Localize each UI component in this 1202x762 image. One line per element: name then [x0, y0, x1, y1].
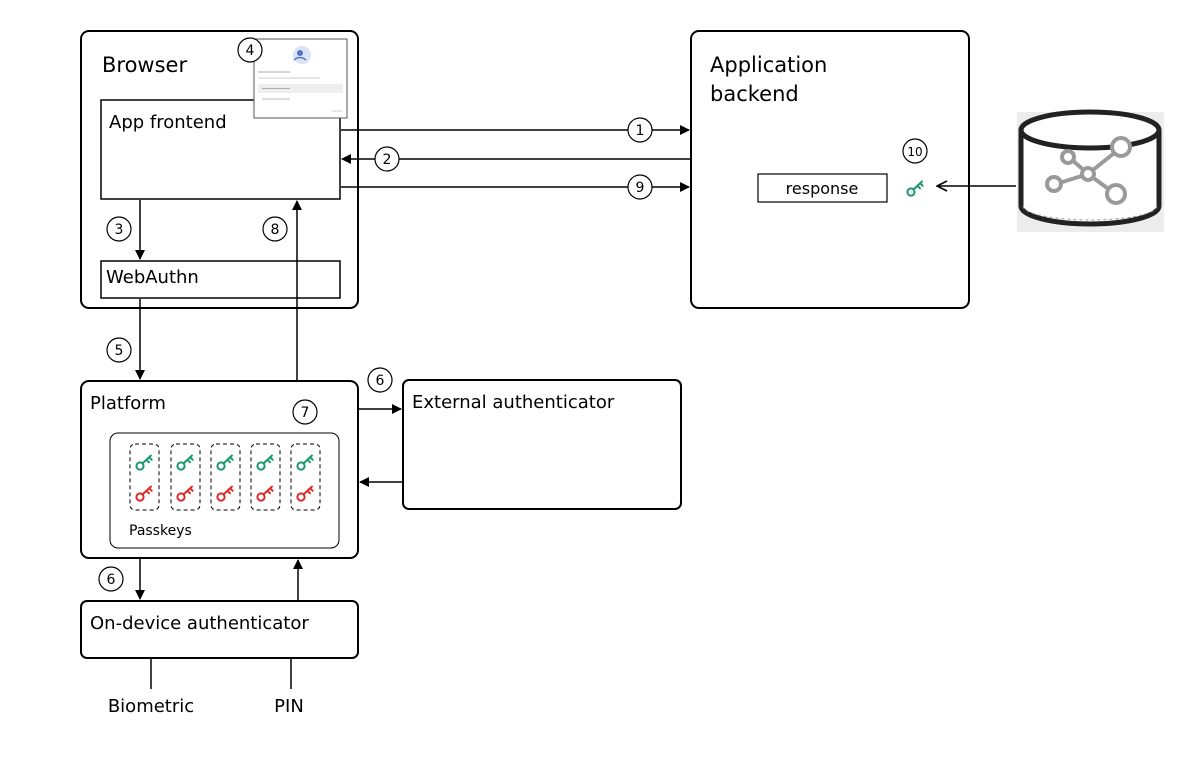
external-authenticator-label: External authenticator: [412, 392, 615, 413]
step-badge: 1: [627, 117, 653, 143]
browser-title: Browser: [102, 53, 187, 77]
step-badges: 1 2 3 4 5 6 7 8 9 10 6: [98, 37, 928, 592]
step-badge: 6: [98, 566, 124, 592]
passkey-dialog-thumbnail: [253, 38, 348, 119]
passkey-slot: [290, 443, 321, 511]
passkey-slot: [250, 443, 281, 511]
passkey-slot: [129, 443, 160, 511]
passkey-slots: [129, 443, 321, 511]
passkey-slot: [210, 443, 241, 511]
step-badge: 6: [367, 367, 393, 393]
database-graph-icon: [1017, 109, 1164, 232]
step-number: 3: [115, 222, 124, 238]
step-number: 1: [636, 123, 645, 139]
on-device-authenticator-box: On-device authenticator: [80, 600, 359, 659]
step-number: 2: [383, 152, 392, 168]
step-number: 5: [115, 343, 124, 359]
step-number: 9: [636, 180, 645, 196]
step-number: 6: [107, 572, 116, 588]
pin-label: PIN: [274, 696, 304, 717]
on-device-authenticator-label: On-device authenticator: [90, 613, 309, 634]
passkey-slot: [170, 443, 201, 511]
application-backend-box: Application backend response: [690, 30, 970, 309]
app-frontend-label: App frontend: [109, 112, 227, 133]
step-badge: 7: [292, 399, 318, 425]
step-badge: 9: [627, 174, 653, 200]
backend-title-line2: backend: [710, 82, 799, 106]
external-authenticator-box: External authenticator: [402, 379, 682, 510]
step-badge: 8: [262, 216, 288, 242]
platform-box: Platform Passkeys: [80, 380, 359, 559]
step-badge: 4: [237, 37, 263, 63]
response-label: response: [786, 179, 859, 198]
step-number: 10: [907, 145, 922, 159]
step-number: 4: [246, 43, 255, 59]
step-badge: 2: [374, 146, 400, 172]
webauthn-box: WebAuthn: [100, 260, 341, 299]
step-badge: 10: [902, 138, 928, 164]
biometric-label: Biometric: [108, 696, 194, 717]
backend-title-line1: Application: [710, 53, 827, 77]
platform-title: Platform: [90, 393, 166, 414]
step-number: 7: [301, 405, 310, 421]
step-number: 6: [376, 373, 385, 389]
step-badge: 5: [106, 337, 132, 363]
passkeys-label: Passkeys: [129, 523, 192, 539]
step-number: 8: [271, 222, 280, 238]
webauthn-label: WebAuthn: [106, 267, 199, 288]
step-badge: 3: [106, 216, 132, 242]
